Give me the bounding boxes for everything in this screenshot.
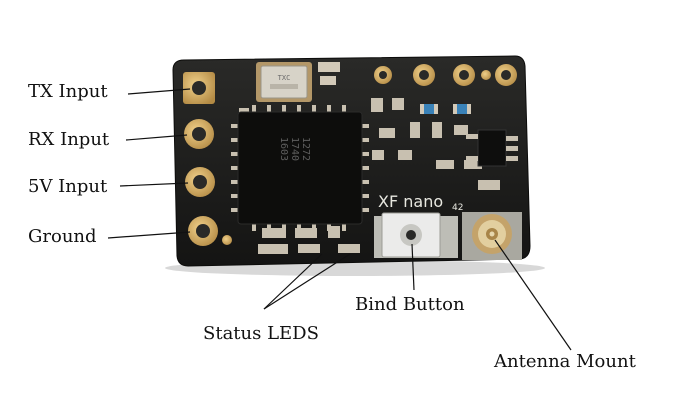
label-tx-input: TX Input <box>28 81 108 102</box>
chip-pin <box>252 105 256 112</box>
chip-pin <box>362 152 369 156</box>
chip-pin <box>362 180 369 184</box>
tx-leader-line <box>127 88 191 95</box>
chip-text-line-1: 1272 <box>300 137 311 161</box>
chip-pin <box>342 105 346 112</box>
chip-pin <box>362 194 369 198</box>
chip-pin <box>282 224 286 231</box>
status-led-leader-1 <box>263 253 323 310</box>
chip-pin <box>231 138 238 142</box>
chip-pin <box>312 224 316 231</box>
chip-pin <box>362 124 369 128</box>
status-led-1 <box>298 244 320 253</box>
leader-lines <box>107 88 572 351</box>
status-led-leader-2 <box>263 253 351 310</box>
chip-pin <box>231 166 238 170</box>
label-status-leds: Status LEDS <box>203 323 319 344</box>
status-led-2 <box>338 244 360 253</box>
rx-leader-line <box>125 134 188 141</box>
chip-pin <box>231 194 238 198</box>
chip-pin <box>362 138 369 142</box>
chip-pin <box>267 224 271 231</box>
label-antenna-mount: Antenna Mount <box>494 351 636 372</box>
label-ground: Ground <box>28 226 97 247</box>
label-bind-button: Bind Button <box>355 294 465 315</box>
edge-pads-top <box>374 64 517 86</box>
antenna-leader-line <box>494 239 572 351</box>
label-5v-input: 5V Input <box>28 176 108 197</box>
chip-pin <box>282 105 286 112</box>
main-chip: 1272 1740 1603 <box>231 105 369 231</box>
chip-pin <box>297 224 301 231</box>
regulator-ic <box>466 129 518 167</box>
chip-pin <box>312 105 316 112</box>
chip-pin <box>252 224 256 231</box>
antenna-mount-part <box>462 212 522 260</box>
chip-pin <box>231 124 238 128</box>
bind-button-part <box>374 212 458 258</box>
bind-leader-line <box>411 243 415 291</box>
silkscreen-label: XF nano <box>378 192 443 211</box>
silkscreen-suffix: 42 <box>452 203 463 213</box>
ground-leader-line <box>107 231 191 239</box>
chip-pin <box>327 105 331 112</box>
chip-pin <box>327 224 331 231</box>
v5-leader-line <box>119 182 189 187</box>
crystal-oscillator: TXC <box>256 62 312 102</box>
crystal-text: TXC <box>278 74 291 82</box>
label-rx-input: RX Input <box>28 129 110 150</box>
chip-pin <box>297 105 301 112</box>
chip-pin <box>267 105 271 112</box>
blue-capacitor <box>453 104 471 114</box>
chip-text-line-3: 1603 <box>278 137 289 161</box>
chip-pin <box>231 180 238 184</box>
smd-components <box>239 62 500 254</box>
chip-text-line-2: 1740 <box>289 137 300 161</box>
chip-pin <box>362 208 369 212</box>
chip-pin <box>231 208 238 212</box>
edge-pads-left <box>183 72 232 246</box>
chip-pin <box>362 166 369 170</box>
chip-pin <box>231 152 238 156</box>
chip-pin <box>342 224 346 231</box>
blue-capacitor <box>420 104 438 114</box>
